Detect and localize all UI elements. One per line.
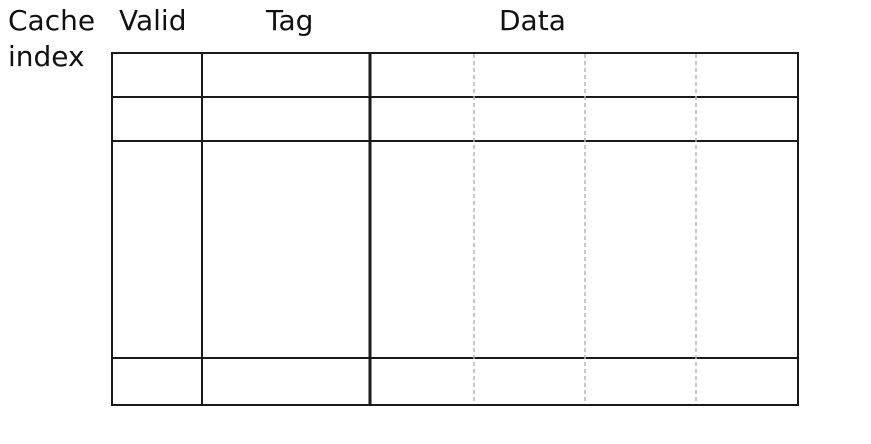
valid-column-header: Valid [119, 4, 187, 37]
table-outline [111, 52, 799, 406]
cache-index-label-line2: index [8, 40, 85, 73]
cache-index-label-line1: Cache [8, 4, 96, 37]
tag-column-header: Tag [266, 4, 314, 37]
data-column-header: Data [499, 4, 566, 37]
